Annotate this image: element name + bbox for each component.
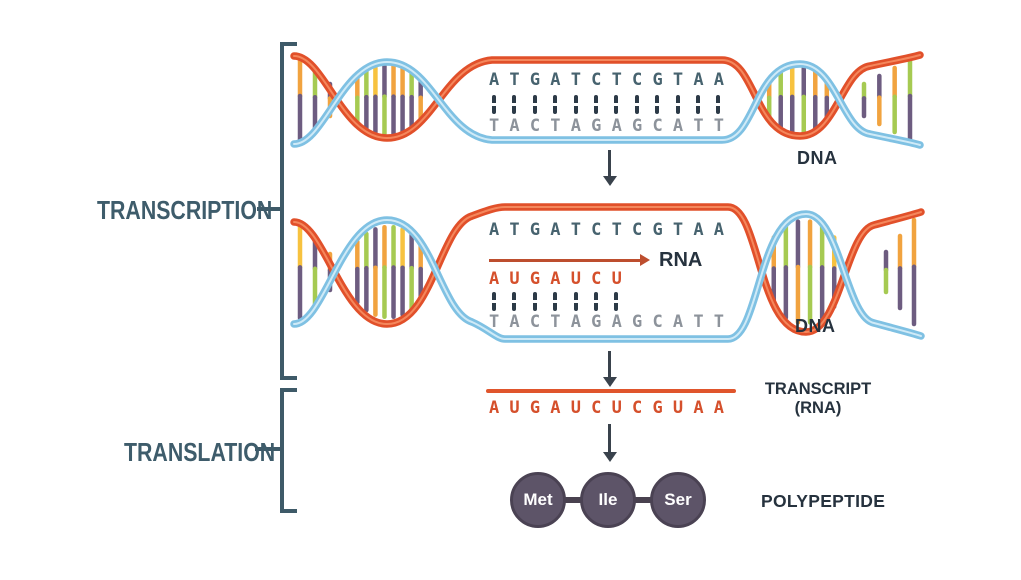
hydrogen-bond (611, 292, 631, 311)
hydrogen-bond (571, 292, 591, 311)
stage2-rna-label: RNA (659, 249, 703, 271)
dna-helix-stage1 (290, 51, 924, 149)
blue-strand-highlight (293, 212, 922, 340)
down-arrow-1 (602, 150, 617, 186)
hydrogen-bond (509, 292, 529, 311)
transcript-strand-line (486, 389, 736, 393)
hydrogen-bond (713, 95, 733, 114)
stage1-base-pair-bonds (489, 95, 734, 114)
hydrogen-bond (550, 95, 570, 114)
transcription-label: TRANSCRIPTION (97, 195, 273, 225)
hydrogen-bond (591, 95, 611, 114)
residue-ile-label: Ile (598, 490, 618, 509)
down-arrow-3 (602, 424, 617, 462)
helix-rungs (297, 217, 917, 327)
hydrogen-bond (489, 292, 509, 311)
stage2-template-sequence: TACTAGAGCATT (489, 312, 735, 332)
translation-bracket-dash (255, 447, 280, 451)
helix-rungs (297, 57, 913, 143)
residue-met: Met (510, 472, 566, 528)
hydrogen-bond (571, 95, 591, 114)
translation-bracket (280, 388, 297, 513)
stage2-dna-label: DNA (795, 316, 836, 336)
blue-strand-highlight (293, 60, 921, 146)
hydrogen-bond (611, 95, 631, 114)
residue-ser-label: Ser (664, 490, 692, 509)
hydrogen-bond (530, 95, 550, 114)
stage2-mrna-sequence: AUGAUCU (489, 269, 633, 289)
transcript-label-line2: (RNA) (794, 399, 842, 417)
transcript-label-line1: TRANSCRIPT (764, 380, 872, 398)
stage2-coding-sequence: ATGATCTCGTAA (489, 220, 735, 240)
stage1-template-sequence: TACTAGAGCATT (489, 116, 735, 136)
polypeptide-label: POLYPEPTIDE (761, 491, 886, 511)
orange-strand-highlight (293, 54, 921, 140)
hydrogen-bond (530, 292, 550, 311)
transcript-mrna-sequence: AUGAUCUCGUAA (489, 398, 735, 418)
hydrogen-bond (489, 95, 509, 114)
hydrogen-bond (632, 95, 652, 114)
stage2-base-pair-bonds (489, 292, 632, 311)
hydrogen-bond (550, 292, 570, 311)
hydrogen-bond (673, 95, 693, 114)
dna-helix-stage2 (290, 203, 925, 343)
hydrogen-bond (652, 95, 672, 114)
transcription-bracket-dash (257, 207, 280, 211)
hydrogen-bond (591, 292, 611, 311)
down-arrow-2 (602, 351, 617, 387)
residue-met-label: Met (523, 490, 553, 509)
residue-ser: Ser (650, 472, 706, 528)
stage1-dna-label: DNA (797, 148, 838, 168)
transcription-bracket (280, 42, 297, 380)
translation-label: TRANSLATION (124, 437, 276, 467)
stage1-coding-sequence: ATGATCTCGTAA (489, 70, 735, 90)
hydrogen-bond (693, 95, 713, 114)
hydrogen-bond (509, 95, 529, 114)
rna-synthesis-arrow (489, 254, 650, 266)
residue-ile: Ile (580, 472, 636, 528)
orange-strand-highlight (293, 206, 922, 334)
